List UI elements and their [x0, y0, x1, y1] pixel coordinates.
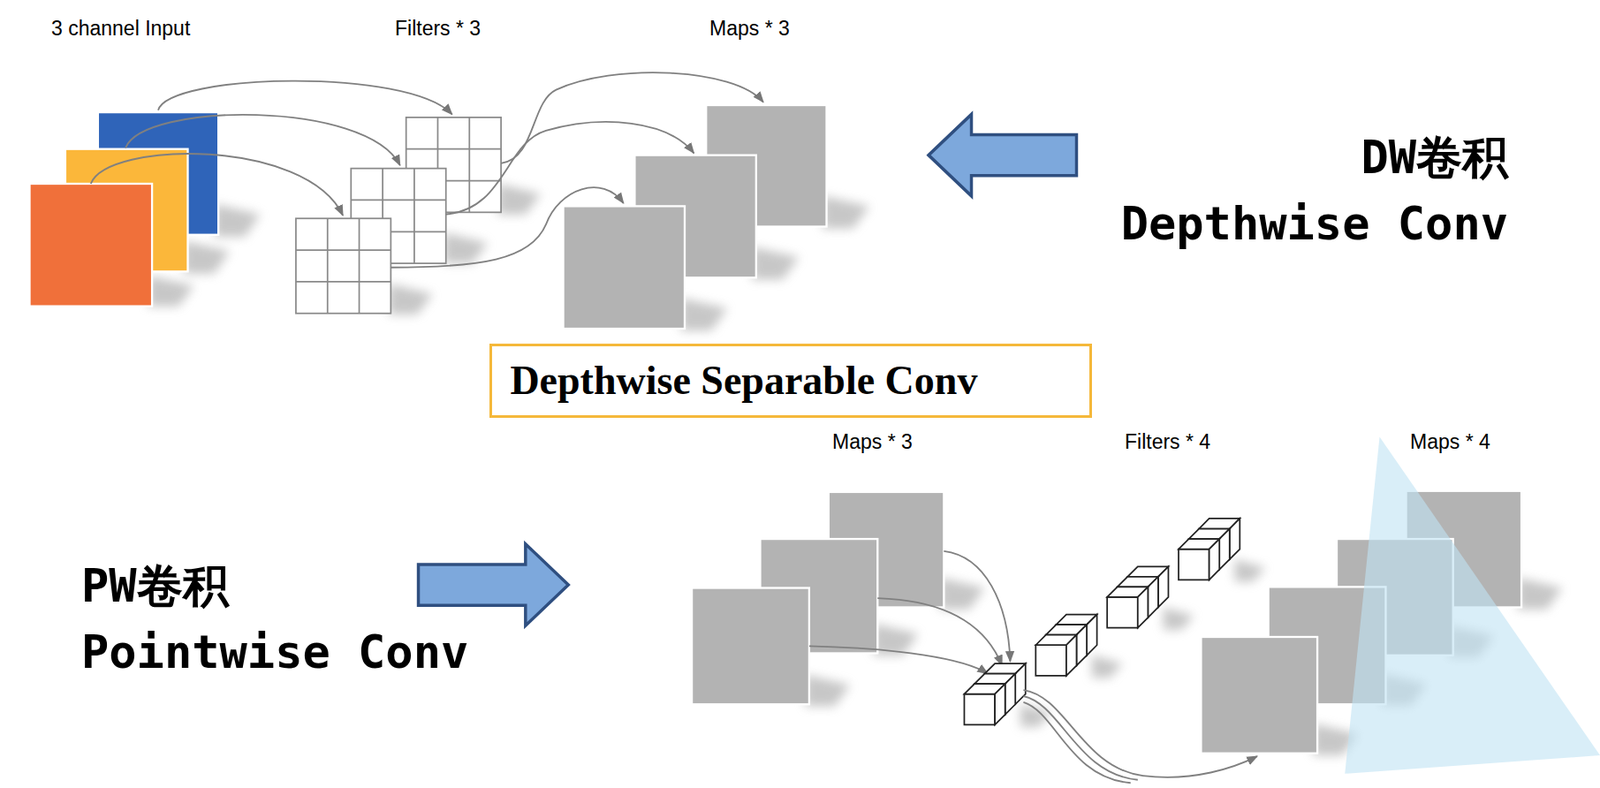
box-title: Depthwise Separable Conv — [509, 358, 978, 404]
flow-curves — [90, 153, 343, 216]
title-box: Depthwise Separable Conv — [489, 343, 1092, 418]
depthwise-filters — [295, 117, 501, 314]
column-heading: 3 channel Input — [51, 16, 190, 40]
column-heading: Filters * 3 — [394, 16, 481, 40]
output-maps — [1200, 636, 1318, 754]
section-title: Pointwise Conv — [81, 626, 469, 680]
shadows — [1020, 704, 1052, 727]
shadows — [680, 297, 728, 331]
flow-curves — [809, 551, 1011, 675]
pointwise-filters — [963, 518, 1240, 725]
flow-curves — [158, 81, 453, 115]
shadows — [214, 204, 261, 237]
block-arrow — [928, 113, 1077, 196]
block-arrow — [418, 544, 569, 626]
shadows — [822, 196, 870, 229]
flow-curves — [1023, 696, 1138, 781]
flow-curves — [943, 551, 1010, 662]
column-heading: Maps * 3 — [832, 430, 913, 454]
shadows — [1091, 655, 1123, 678]
shadows — [183, 241, 230, 274]
shadows — [1235, 559, 1267, 582]
feature-maps — [563, 105, 827, 329]
shadows — [751, 247, 799, 281]
flow-curves — [1023, 702, 1130, 783]
flow-curves — [809, 645, 988, 674]
section-title: DW卷积 — [1360, 131, 1509, 185]
flow-curves — [125, 114, 401, 166]
flow-curves — [1023, 690, 1257, 783]
shadows — [388, 283, 433, 315]
flow-curves — [877, 598, 1002, 666]
input-channels — [29, 183, 152, 307]
shadows — [147, 275, 194, 307]
column-heading: Maps * 4 — [1410, 430, 1491, 454]
pointwise-filters — [963, 663, 1025, 725]
pointwise-filters — [1035, 614, 1097, 676]
depthwise-filters — [295, 218, 391, 313]
shadows — [804, 674, 850, 707]
shadows — [1516, 577, 1563, 610]
input-channels — [29, 112, 219, 307]
section-title: Depthwise Conv — [1121, 197, 1509, 251]
feature-maps — [691, 492, 944, 705]
section-title: PW卷积 — [81, 560, 229, 614]
shadows — [498, 183, 542, 215]
shadows — [940, 577, 986, 610]
feature-maps — [691, 588, 810, 706]
shadows — [1163, 606, 1195, 630]
pointwise-filters — [1178, 518, 1240, 580]
column-heading: Filters * 4 — [1124, 430, 1211, 454]
pointwise-filters — [1107, 566, 1168, 628]
feature-maps — [563, 205, 685, 329]
shadows — [443, 232, 488, 264]
column-heading: Maps * 3 — [709, 16, 790, 40]
highlight-triangle — [1344, 437, 1600, 774]
